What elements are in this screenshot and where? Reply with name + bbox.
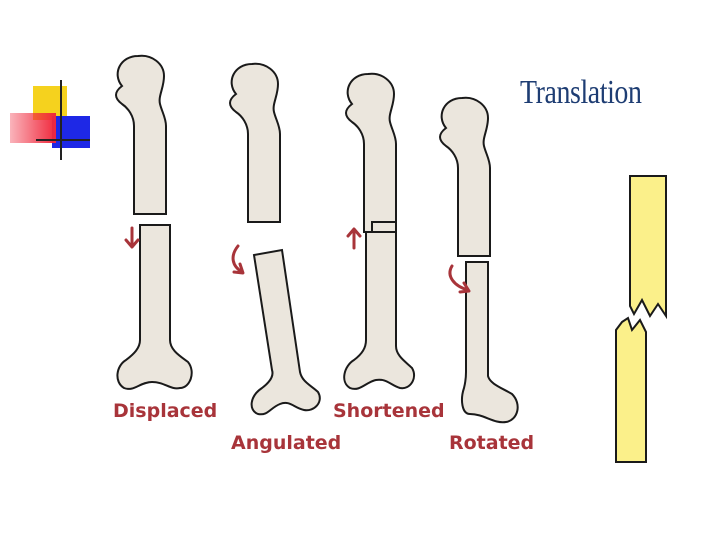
fragment-upper: [629, 175, 667, 320]
down-arrow-icon: [124, 226, 140, 249]
label-angulated: Angulated: [231, 432, 342, 454]
bone-displaced: [115, 54, 193, 390]
label-rotated: Rotated: [449, 432, 535, 454]
bone-rotated-lower: [461, 261, 519, 424]
rotate-arrow-icon: [448, 264, 471, 294]
fragment-lower: [615, 316, 647, 463]
deco-red-square: [10, 113, 56, 143]
label-shortened: Shortened: [333, 400, 445, 422]
curved-arrow-icon: [231, 244, 245, 275]
bone-shortened: [343, 72, 416, 390]
deco-vertical-line: [60, 80, 62, 160]
bone-angulated: [229, 62, 321, 416]
bone-displaced-lower: [116, 224, 193, 390]
bone-rotated: [439, 96, 519, 424]
bone-rotated-upper: [439, 96, 491, 257]
bone-shortened-lower: [343, 231, 416, 390]
up-arrow-icon: [346, 227, 362, 250]
translation-fragments: [615, 175, 667, 463]
bone-displaced-upper: [115, 54, 167, 215]
bone-angulated-lower: [250, 248, 321, 416]
slide-title: Translation: [520, 74, 642, 111]
deco-horizontal-line: [36, 139, 90, 141]
bone-angulated-upper: [229, 62, 281, 223]
deco-blue-square: [52, 116, 90, 148]
label-displaced: Displaced: [113, 400, 218, 422]
bone-shortened-upper: [345, 72, 397, 233]
